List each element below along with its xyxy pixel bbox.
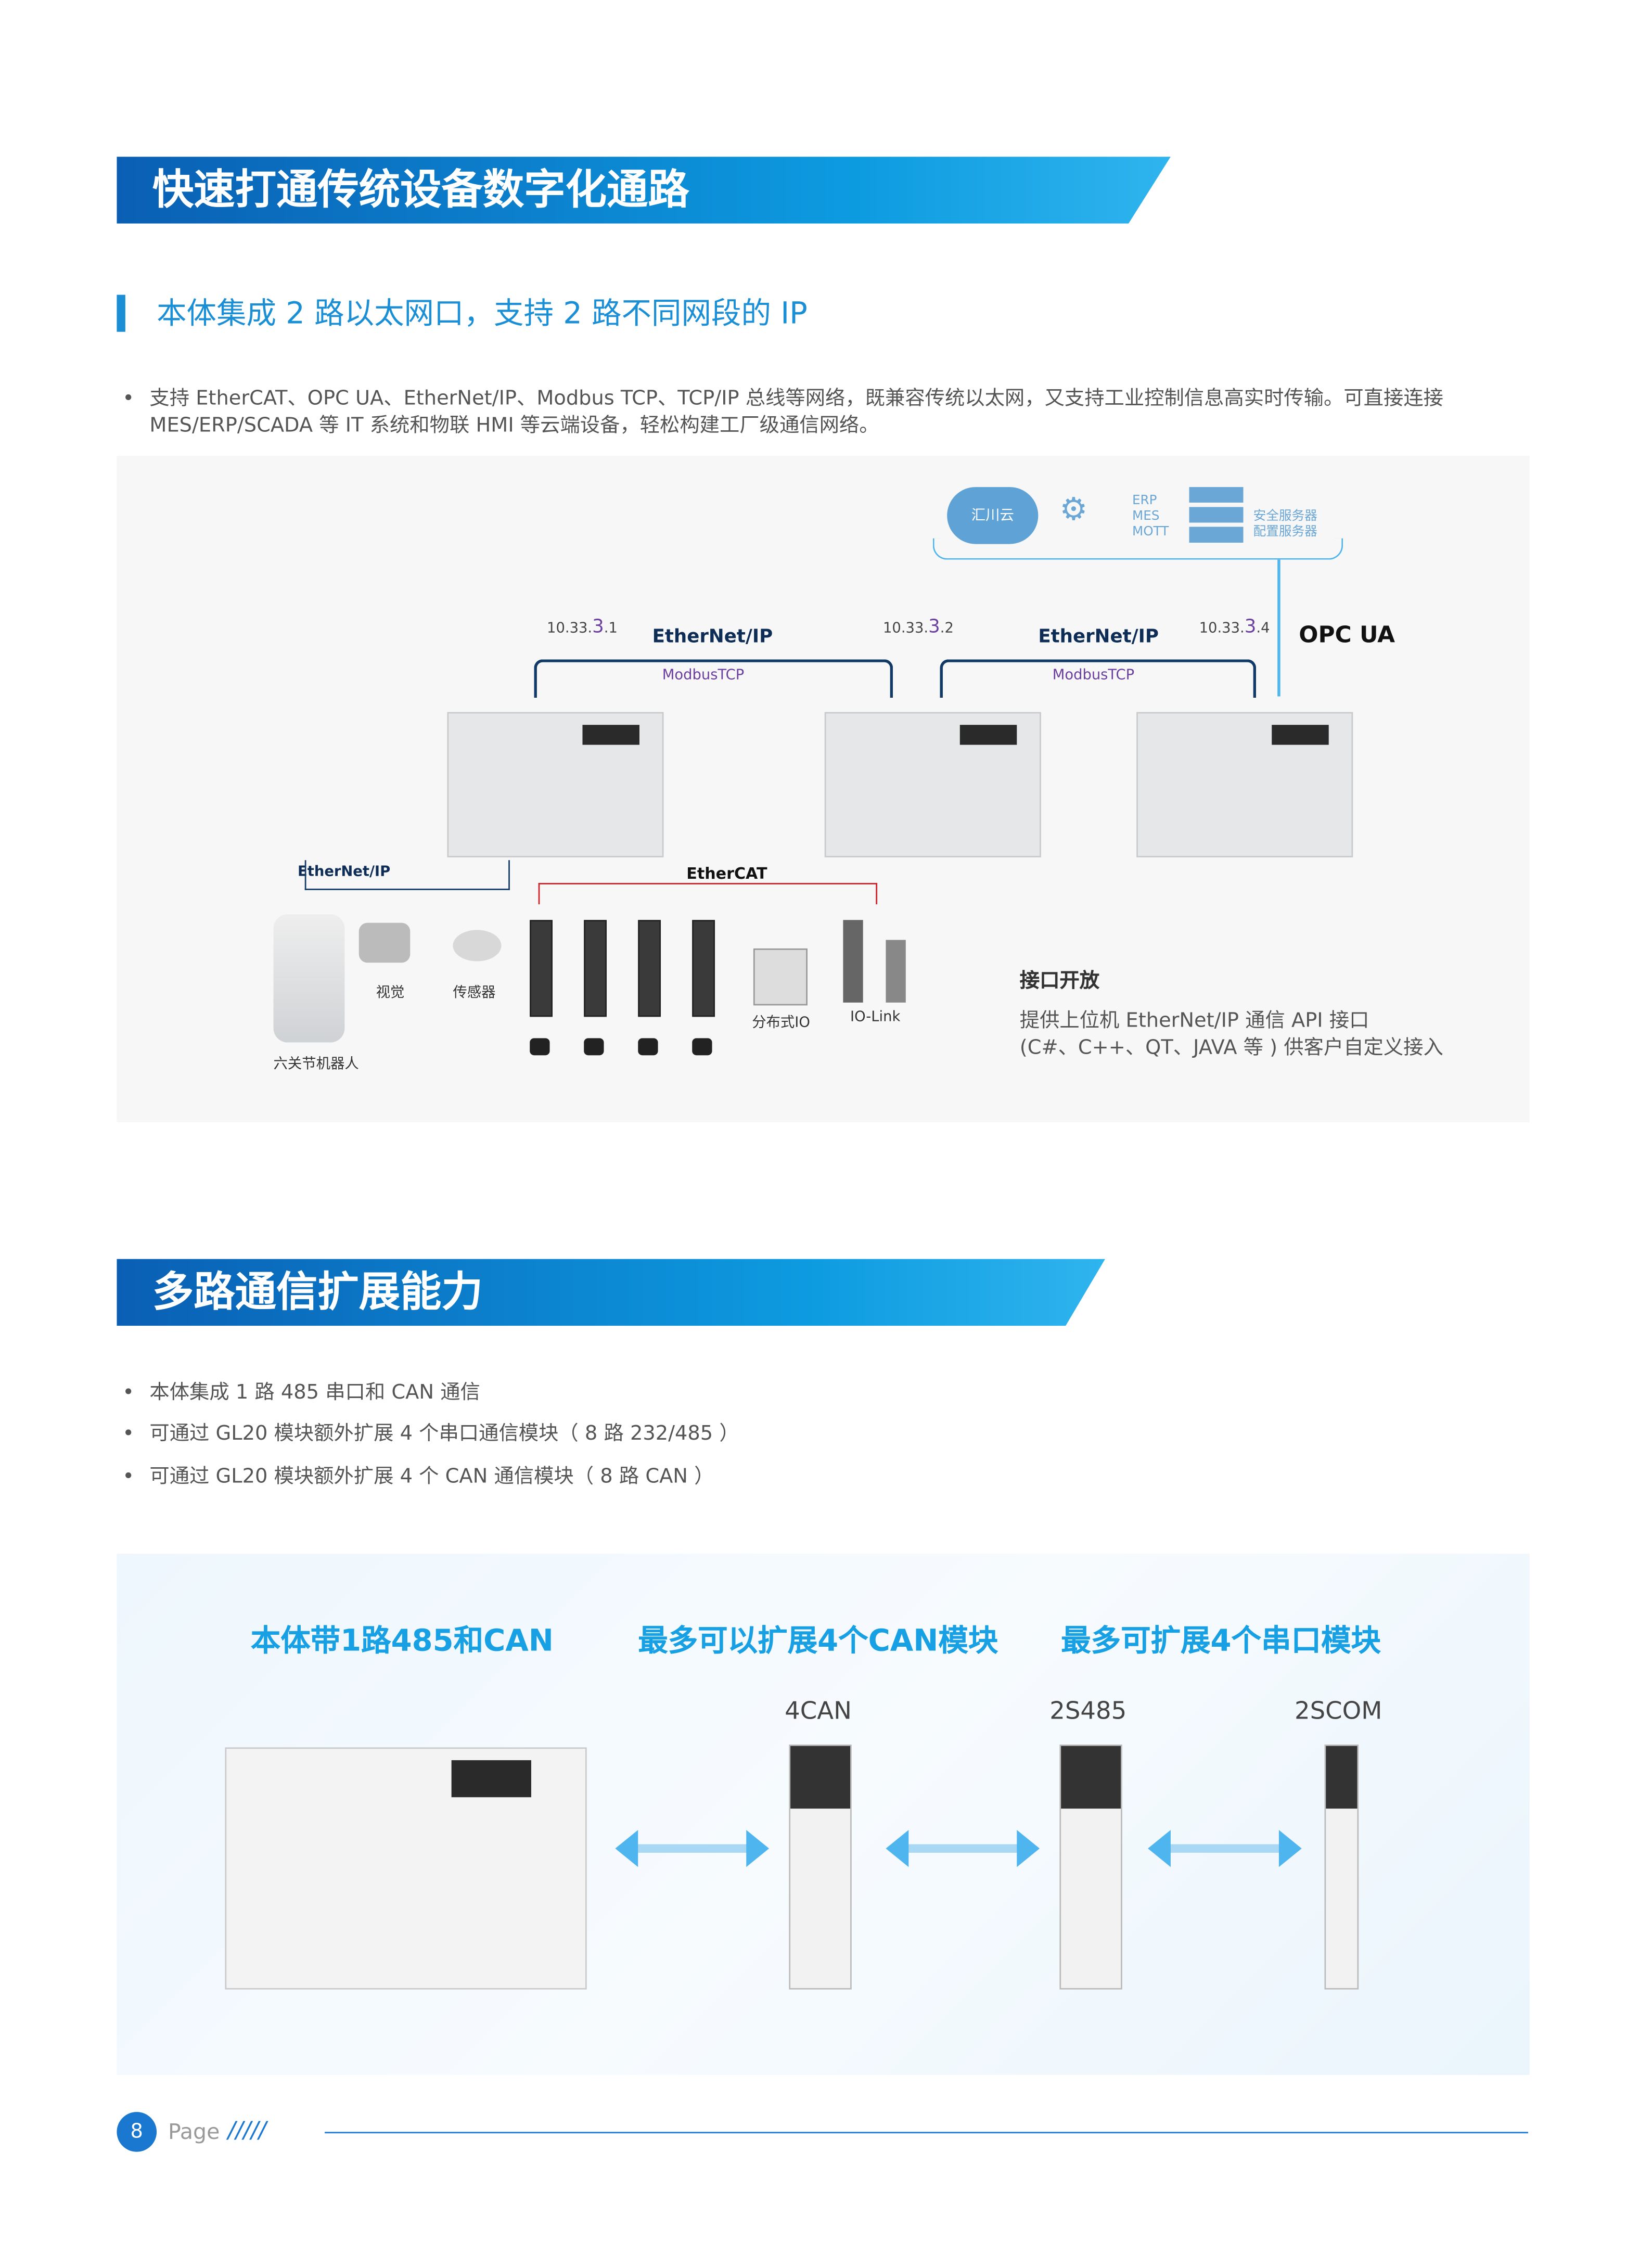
servo-drive xyxy=(638,920,661,1017)
ip-3: 10.33.3.4 xyxy=(1199,617,1270,638)
sensor-label: 传感器 xyxy=(453,985,496,1002)
mott-label: MOTT xyxy=(1132,525,1169,540)
section2-bullet-2: •可通过 GL20 模块额外扩展 4 个串口通信模块（ 8 路 232/485 … xyxy=(122,1422,739,1446)
iolink-label: IO-Link xyxy=(850,1009,901,1026)
servo-motor xyxy=(584,1038,604,1056)
api-title: 接口开放 xyxy=(1019,969,1100,993)
robot-label: 六关节机器人 xyxy=(273,1056,359,1073)
footer-rule xyxy=(325,2132,1528,2134)
modbus-bracket-2 xyxy=(940,659,1257,698)
can-module xyxy=(789,1744,852,1990)
servo-drive xyxy=(530,920,553,1017)
serial-com-module xyxy=(1324,1744,1359,1990)
section1-bullet: •支持 EtherCAT、OPC UA、EtherNet/IP、Modbus T… xyxy=(122,386,1532,440)
vision-label: 视觉 xyxy=(376,985,405,1002)
distributed-io-module xyxy=(753,948,808,1006)
ip-2: 10.33.3.2 xyxy=(883,617,954,638)
double-arrow-icon xyxy=(886,1830,1040,1867)
section1-title: 快速打通传统设备数字化通路 xyxy=(117,157,1171,224)
bullet-text: 支持 EtherCAT、OPC UA、EtherNet/IP、Modbus TC… xyxy=(149,387,1443,438)
double-arrow-icon xyxy=(615,1830,770,1867)
ip-1: 10.33.3.1 xyxy=(547,617,618,638)
servo-drive xyxy=(584,920,607,1017)
heading-body: 本体带1路485和CAN xyxy=(250,1623,554,1658)
ethernetip-line xyxy=(304,860,510,890)
robot-arm-image xyxy=(273,914,345,1043)
vision-camera-image xyxy=(358,922,411,963)
iolink-module xyxy=(886,940,906,1003)
cloud-bracket xyxy=(932,538,1343,560)
gear-icon: ⚙ xyxy=(1059,493,1088,529)
erp-label: ERP xyxy=(1132,494,1157,509)
page-label: Page xyxy=(168,2119,220,2145)
api-desc-line-2: (C#、C++、QT、JAVA 等 ) 供客户自定义接入 xyxy=(1019,1036,1443,1060)
distributed-io-label: 分布式IO xyxy=(752,1015,810,1031)
ethernetip-logo-2: EtherNet/IP xyxy=(1038,626,1159,648)
cloud-icon: 汇川云 xyxy=(947,487,1039,544)
page-number-badge: 8 xyxy=(117,2112,157,2152)
server-list: 安全服务器 配置服务器 xyxy=(1253,510,1317,541)
ethercat-logo: EtherCAT xyxy=(686,864,767,883)
gear-list: ERP MES MOTT xyxy=(1132,494,1169,541)
plc-controller-2 xyxy=(824,712,1041,857)
api-description: 提供上位机 EtherNet/IP 通信 API 接口 (C#、C++、QT、J… xyxy=(1020,1008,1443,1062)
section2-bullet-3: •可通过 GL20 模块额外扩展 4 个 CAN 通信模块（ 8 路 CAN ） xyxy=(122,1465,714,1489)
servo-motor xyxy=(692,1038,712,1056)
modbus-bracket-1 xyxy=(534,659,893,698)
page-slashes: ///// xyxy=(227,2116,266,2144)
server-icon xyxy=(1189,487,1244,544)
heading-can: 最多可以扩展4个CAN模块 xyxy=(638,1623,998,1658)
servo-motor xyxy=(638,1038,658,1056)
rs485-module xyxy=(1059,1744,1122,1990)
module-label-2scom: 2SCOM xyxy=(1295,1697,1382,1726)
heading-serial: 最多可扩展4个串口模块 xyxy=(1061,1623,1381,1658)
config-server-label: 配置服务器 xyxy=(1253,525,1317,540)
sensor-image xyxy=(453,930,502,962)
network-diagram: 汇川云 ⚙ ERP MES MOTT 安全服务器 配置服务器 10.33.3.1… xyxy=(117,455,1530,1122)
security-server-label: 安全服务器 xyxy=(1253,509,1317,524)
api-desc-line-1: 提供上位机 EtherNet/IP 通信 API 接口 xyxy=(1019,1009,1369,1033)
module-label-4can: 4CAN xyxy=(785,1697,852,1726)
ethernetip-logo-3: EtherNet/IP xyxy=(298,864,391,880)
modbus-label-1: ModbusTCP xyxy=(662,668,745,684)
iolink-module xyxy=(843,920,863,1003)
servo-drive xyxy=(692,920,715,1017)
opcua-logo: OPC UA xyxy=(1299,621,1395,648)
plc-controller-main xyxy=(225,1747,587,1990)
servo-motor xyxy=(530,1038,550,1056)
section2-title: 多路通信扩展能力 xyxy=(117,1259,1105,1326)
plc-controller-3 xyxy=(1136,712,1353,857)
plc-controller-1 xyxy=(447,712,664,857)
section1-subtitle: 本体集成 2 路以太网口，支持 2 路不同网段的 IP xyxy=(117,294,808,332)
double-arrow-icon xyxy=(1148,1830,1302,1867)
section2-bullet-1: •本体集成 1 路 485 串口和 CAN 通信 xyxy=(122,1381,480,1404)
mes-label: MES xyxy=(1132,509,1160,524)
ethernetip-logo-1: EtherNet/IP xyxy=(652,626,773,648)
cloud-link-line xyxy=(1277,559,1280,697)
ethercat-bus-line xyxy=(538,883,878,905)
modbus-label-2: ModbusTCP xyxy=(1052,668,1135,684)
module-label-2s485: 2S485 xyxy=(1049,1697,1127,1726)
expansion-diagram: 本体带1路485和CAN 最多可以扩展4个CAN模块 最多可扩展4个串口模块 4… xyxy=(117,1554,1530,2075)
cloud-label: 汇川云 xyxy=(971,508,1014,524)
